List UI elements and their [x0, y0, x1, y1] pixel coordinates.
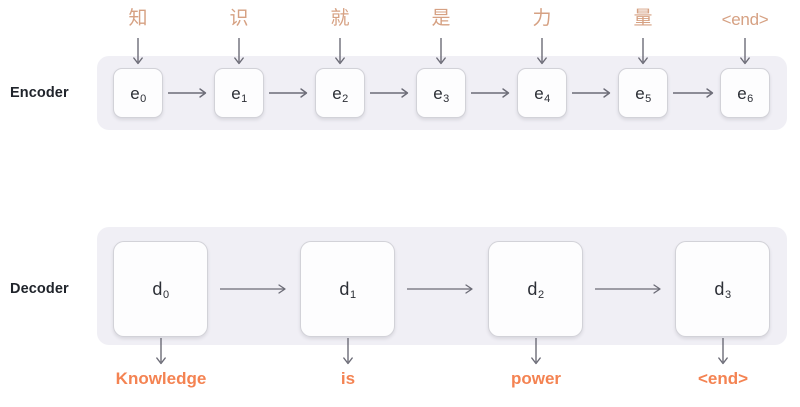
decoder-cell-2-text: d2 — [527, 279, 545, 301]
encoder-cell-3[interactable]: e3 — [416, 68, 466, 118]
decoder-cell-1[interactable]: d1 — [300, 241, 395, 337]
encoder-cell-4[interactable]: e4 — [517, 68, 567, 118]
encoder-input-token-6: <end> — [721, 10, 769, 29]
encoder-cell-0[interactable]: e0 — [113, 68, 163, 118]
decoder-cell-2[interactable]: d2 — [488, 241, 583, 337]
encoder-input-token-2: 就 — [330, 8, 350, 29]
encoder-row-label: Encoder — [10, 85, 69, 101]
decoder-row-label: Decoder — [10, 281, 69, 297]
encoder-cell-3-text: e3 — [433, 83, 450, 105]
encoder-cell-6[interactable]: e6 — [720, 68, 770, 118]
encoder-cell-6-text: e6 — [737, 83, 754, 105]
decoder-cell-0-text: d0 — [152, 279, 170, 301]
decoder-output-token-2: power — [510, 369, 562, 388]
decoder-panel — [97, 227, 787, 345]
encoder-cell-5[interactable]: e5 — [618, 68, 668, 118]
encoder-cell-2-text: e2 — [332, 83, 349, 105]
decoder-output-token-1: is — [340, 369, 356, 388]
decoder-output-token-0: Knowledge — [115, 369, 207, 388]
encoder-cell-1[interactable]: e1 — [214, 68, 264, 118]
encoder-cell-5-text: e5 — [635, 83, 652, 105]
encoder-cell-1-text: e1 — [231, 83, 248, 105]
encoder-input-token-4: 力 — [532, 8, 552, 29]
decoder-cell-3[interactable]: d3 — [675, 241, 770, 337]
encoder-input-token-3: 是 — [431, 8, 451, 29]
encoder-input-token-5: 量 — [633, 8, 653, 29]
decoder-cell-3-text: d3 — [714, 279, 732, 301]
decoder-cell-0[interactable]: d0 — [113, 241, 208, 337]
decoder-output-token-3: <end> — [697, 369, 749, 388]
decoder-cell-1-text: d1 — [339, 279, 357, 301]
encoder-cell-0-text: e0 — [130, 83, 147, 105]
encoder-input-token-1: 识 — [229, 8, 249, 29]
encoder-input-token-0: 知 — [128, 8, 148, 29]
encoder-cell-2[interactable]: e2 — [315, 68, 365, 118]
encoder-cell-4-text: e4 — [534, 83, 551, 105]
